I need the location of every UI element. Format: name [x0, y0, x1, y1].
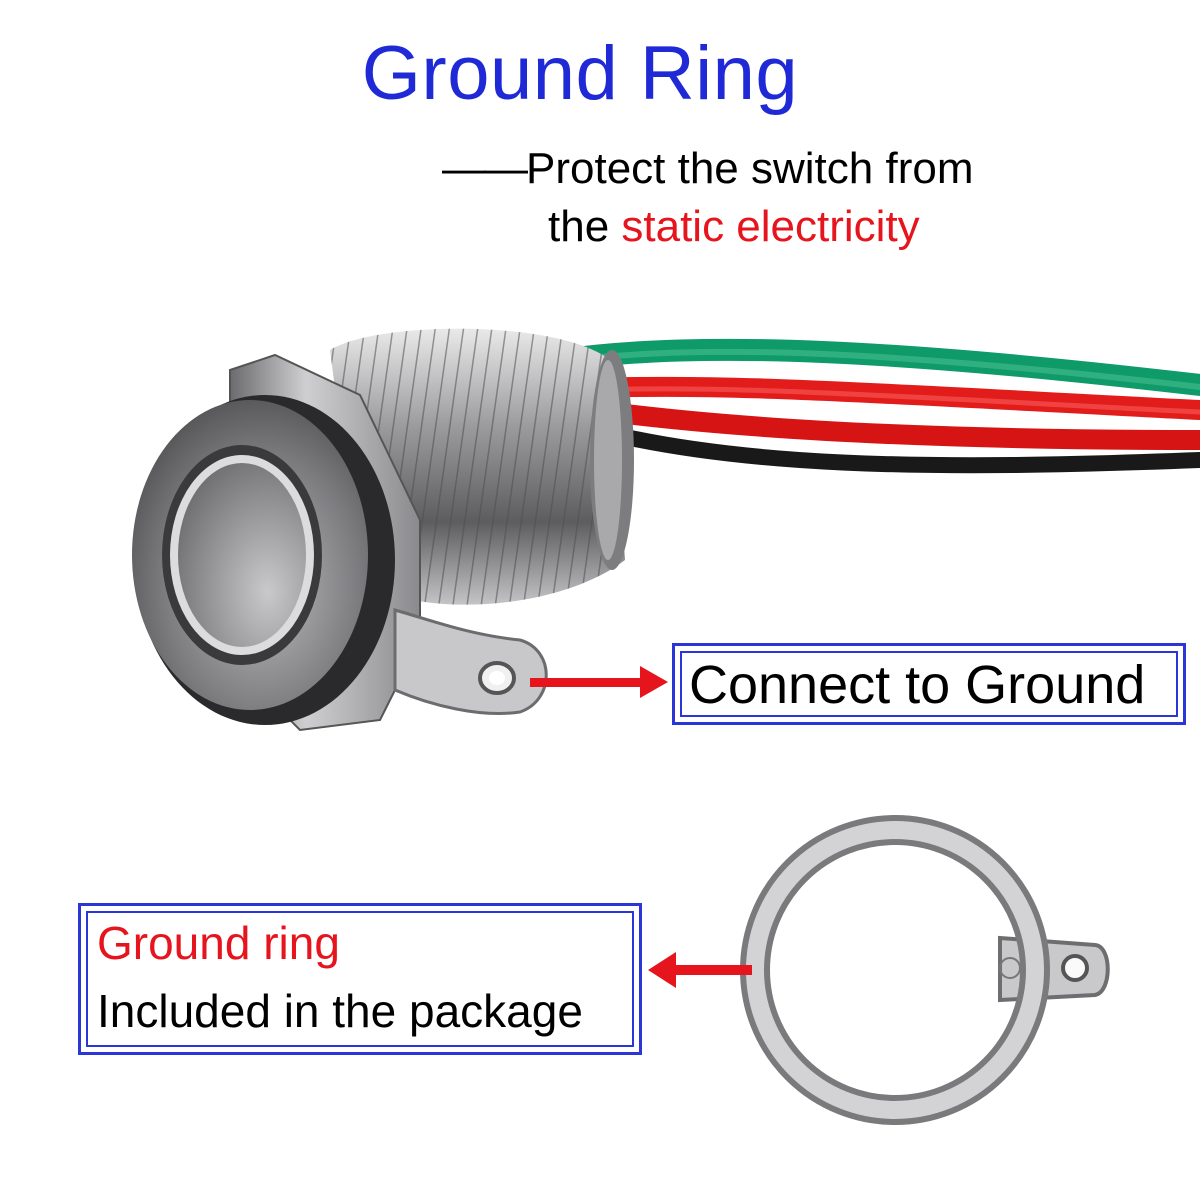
- switch-cap: [132, 395, 395, 725]
- callout-connect-label: Connect to Ground: [689, 655, 1146, 715]
- subtitle-highlight: static electricity: [621, 202, 920, 251]
- subtitle-line2-prefix: the: [548, 202, 622, 251]
- subtitle-line2: the static electricity: [442, 198, 973, 256]
- wires: [549, 338, 1200, 474]
- arrow-connect: [530, 666, 668, 698]
- callout-ring-title: Ground ring: [97, 917, 340, 969]
- subtitle: ——Protect the switch from the static ele…: [442, 140, 973, 256]
- page-title: Ground Ring: [361, 31, 799, 116]
- subtitle-line1: Protect the switch from: [526, 144, 974, 193]
- callout-connect-to-ground: Connect to Ground: [672, 643, 1186, 725]
- arrow-ring: [648, 952, 752, 988]
- switch-ground-lug: [393, 608, 548, 715]
- subtitle-dash: ——: [442, 144, 528, 193]
- callout-ground-ring: Ground ring Included in the package: [78, 903, 642, 1055]
- ground-ring-accessory: [740, 815, 1110, 1125]
- callout-ring-note: Included in the package: [97, 985, 583, 1037]
